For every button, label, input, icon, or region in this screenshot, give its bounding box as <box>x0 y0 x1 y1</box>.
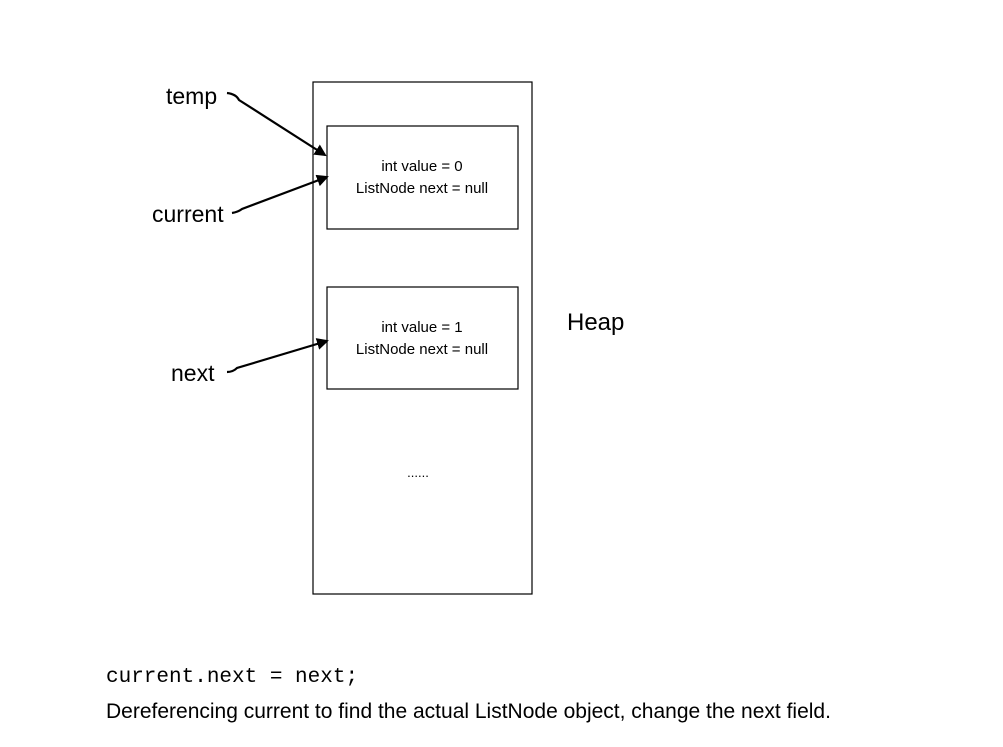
node-value-field: int value = 1 <box>381 319 462 336</box>
node-box <box>326 286 519 390</box>
pointer-temp: temp <box>166 83 327 157</box>
node-value-field: int value = 0 <box>381 158 462 175</box>
node-box <box>326 125 519 230</box>
caption-text: Dereferencing current to find the actual… <box>106 700 831 723</box>
node-next-field: ListNode next = null <box>356 341 488 358</box>
more-nodes-ellipsis: ...... <box>407 465 429 480</box>
heap-container <box>312 81 533 595</box>
pointer-label-next: next <box>171 360 215 386</box>
pointer-arrow-current <box>231 174 329 215</box>
pointer-next: next <box>171 338 329 386</box>
code-statement: current.next = next; <box>106 666 359 689</box>
pointer-arrow-temp <box>226 91 327 157</box>
pointer-arrow-next <box>226 338 329 374</box>
pointer-label-temp: temp <box>166 83 217 109</box>
heap-label: Heap <box>567 309 624 336</box>
pointer-current: current <box>152 174 329 227</box>
list-node-0: int value = 0 ListNode next = null <box>326 125 519 230</box>
node-next-field: ListNode next = null <box>356 180 488 197</box>
pointer-label-current: current <box>152 201 224 227</box>
list-node-1: int value = 1 ListNode next = null <box>326 286 519 390</box>
